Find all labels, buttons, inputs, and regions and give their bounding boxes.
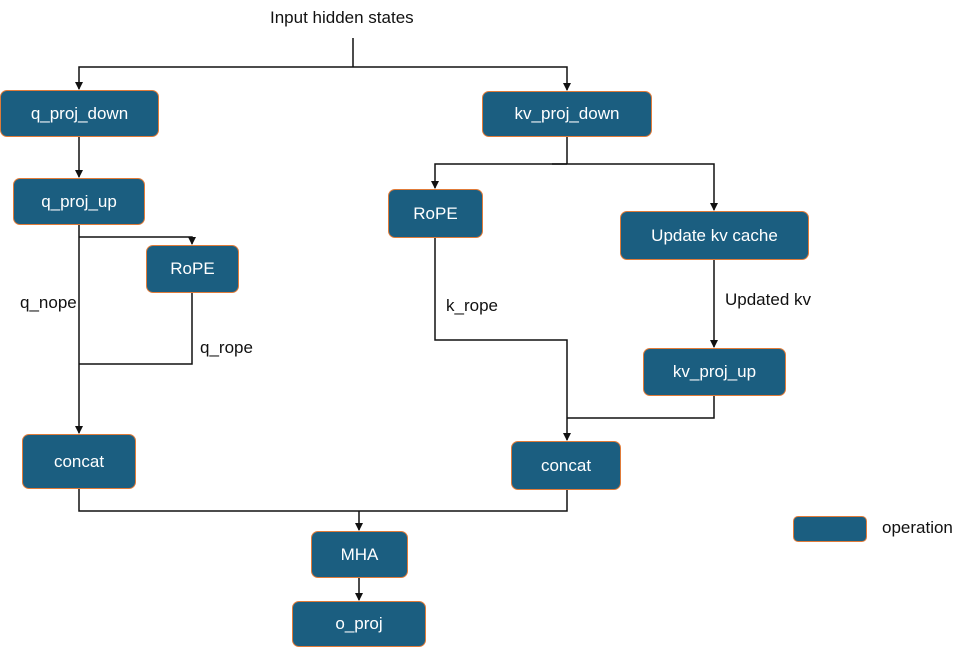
- k-rope-node[interactable]: RoPE: [388, 189, 483, 238]
- q-rope-label: q_rope: [200, 338, 253, 357]
- kv-proj-up-node[interactable]: kv_proj_up: [643, 348, 786, 396]
- edge-k-rope-to-concat: [434, 238, 571, 441]
- kv-proj-down-node[interactable]: kv_proj_down: [482, 91, 652, 137]
- edge-kv-proj-down-to-update-cache: [552, 163, 718, 211]
- input-hidden-states-label: Input hidden states: [270, 8, 414, 27]
- edge-input-to-q-proj-down: [75, 66, 353, 90]
- edge-q-rope-to-merge: [79, 293, 193, 365]
- legend-operation-label: operation: [882, 518, 953, 537]
- legend-operation-swatch: [793, 516, 867, 542]
- q-nope-label: q_nope: [20, 293, 77, 312]
- q-rope-node[interactable]: RoPE: [146, 245, 239, 293]
- kv-concat-node[interactable]: concat: [511, 441, 621, 490]
- edge-kv-proj-down-to-rope: [431, 163, 567, 189]
- q-concat-node[interactable]: concat: [22, 434, 136, 489]
- mha-node[interactable]: MHA: [311, 531, 408, 578]
- o-proj-node[interactable]: o_proj: [292, 601, 426, 647]
- edge-concats-merge: [78, 489, 568, 512]
- q-proj-down-node[interactable]: q_proj_down: [0, 90, 159, 137]
- edge-input-to-kv-proj-down: [353, 66, 571, 91]
- updated-kv-label: Updated kv: [725, 290, 811, 309]
- update-kv-cache-node[interactable]: Update kv cache: [620, 211, 809, 260]
- edge-kv-proj-up-to-merge: [567, 396, 715, 419]
- q-proj-up-node[interactable]: q_proj_up: [13, 178, 145, 225]
- edge-q-proj-up-to-rope: [79, 236, 196, 245]
- k-rope-label: k_rope: [446, 296, 498, 315]
